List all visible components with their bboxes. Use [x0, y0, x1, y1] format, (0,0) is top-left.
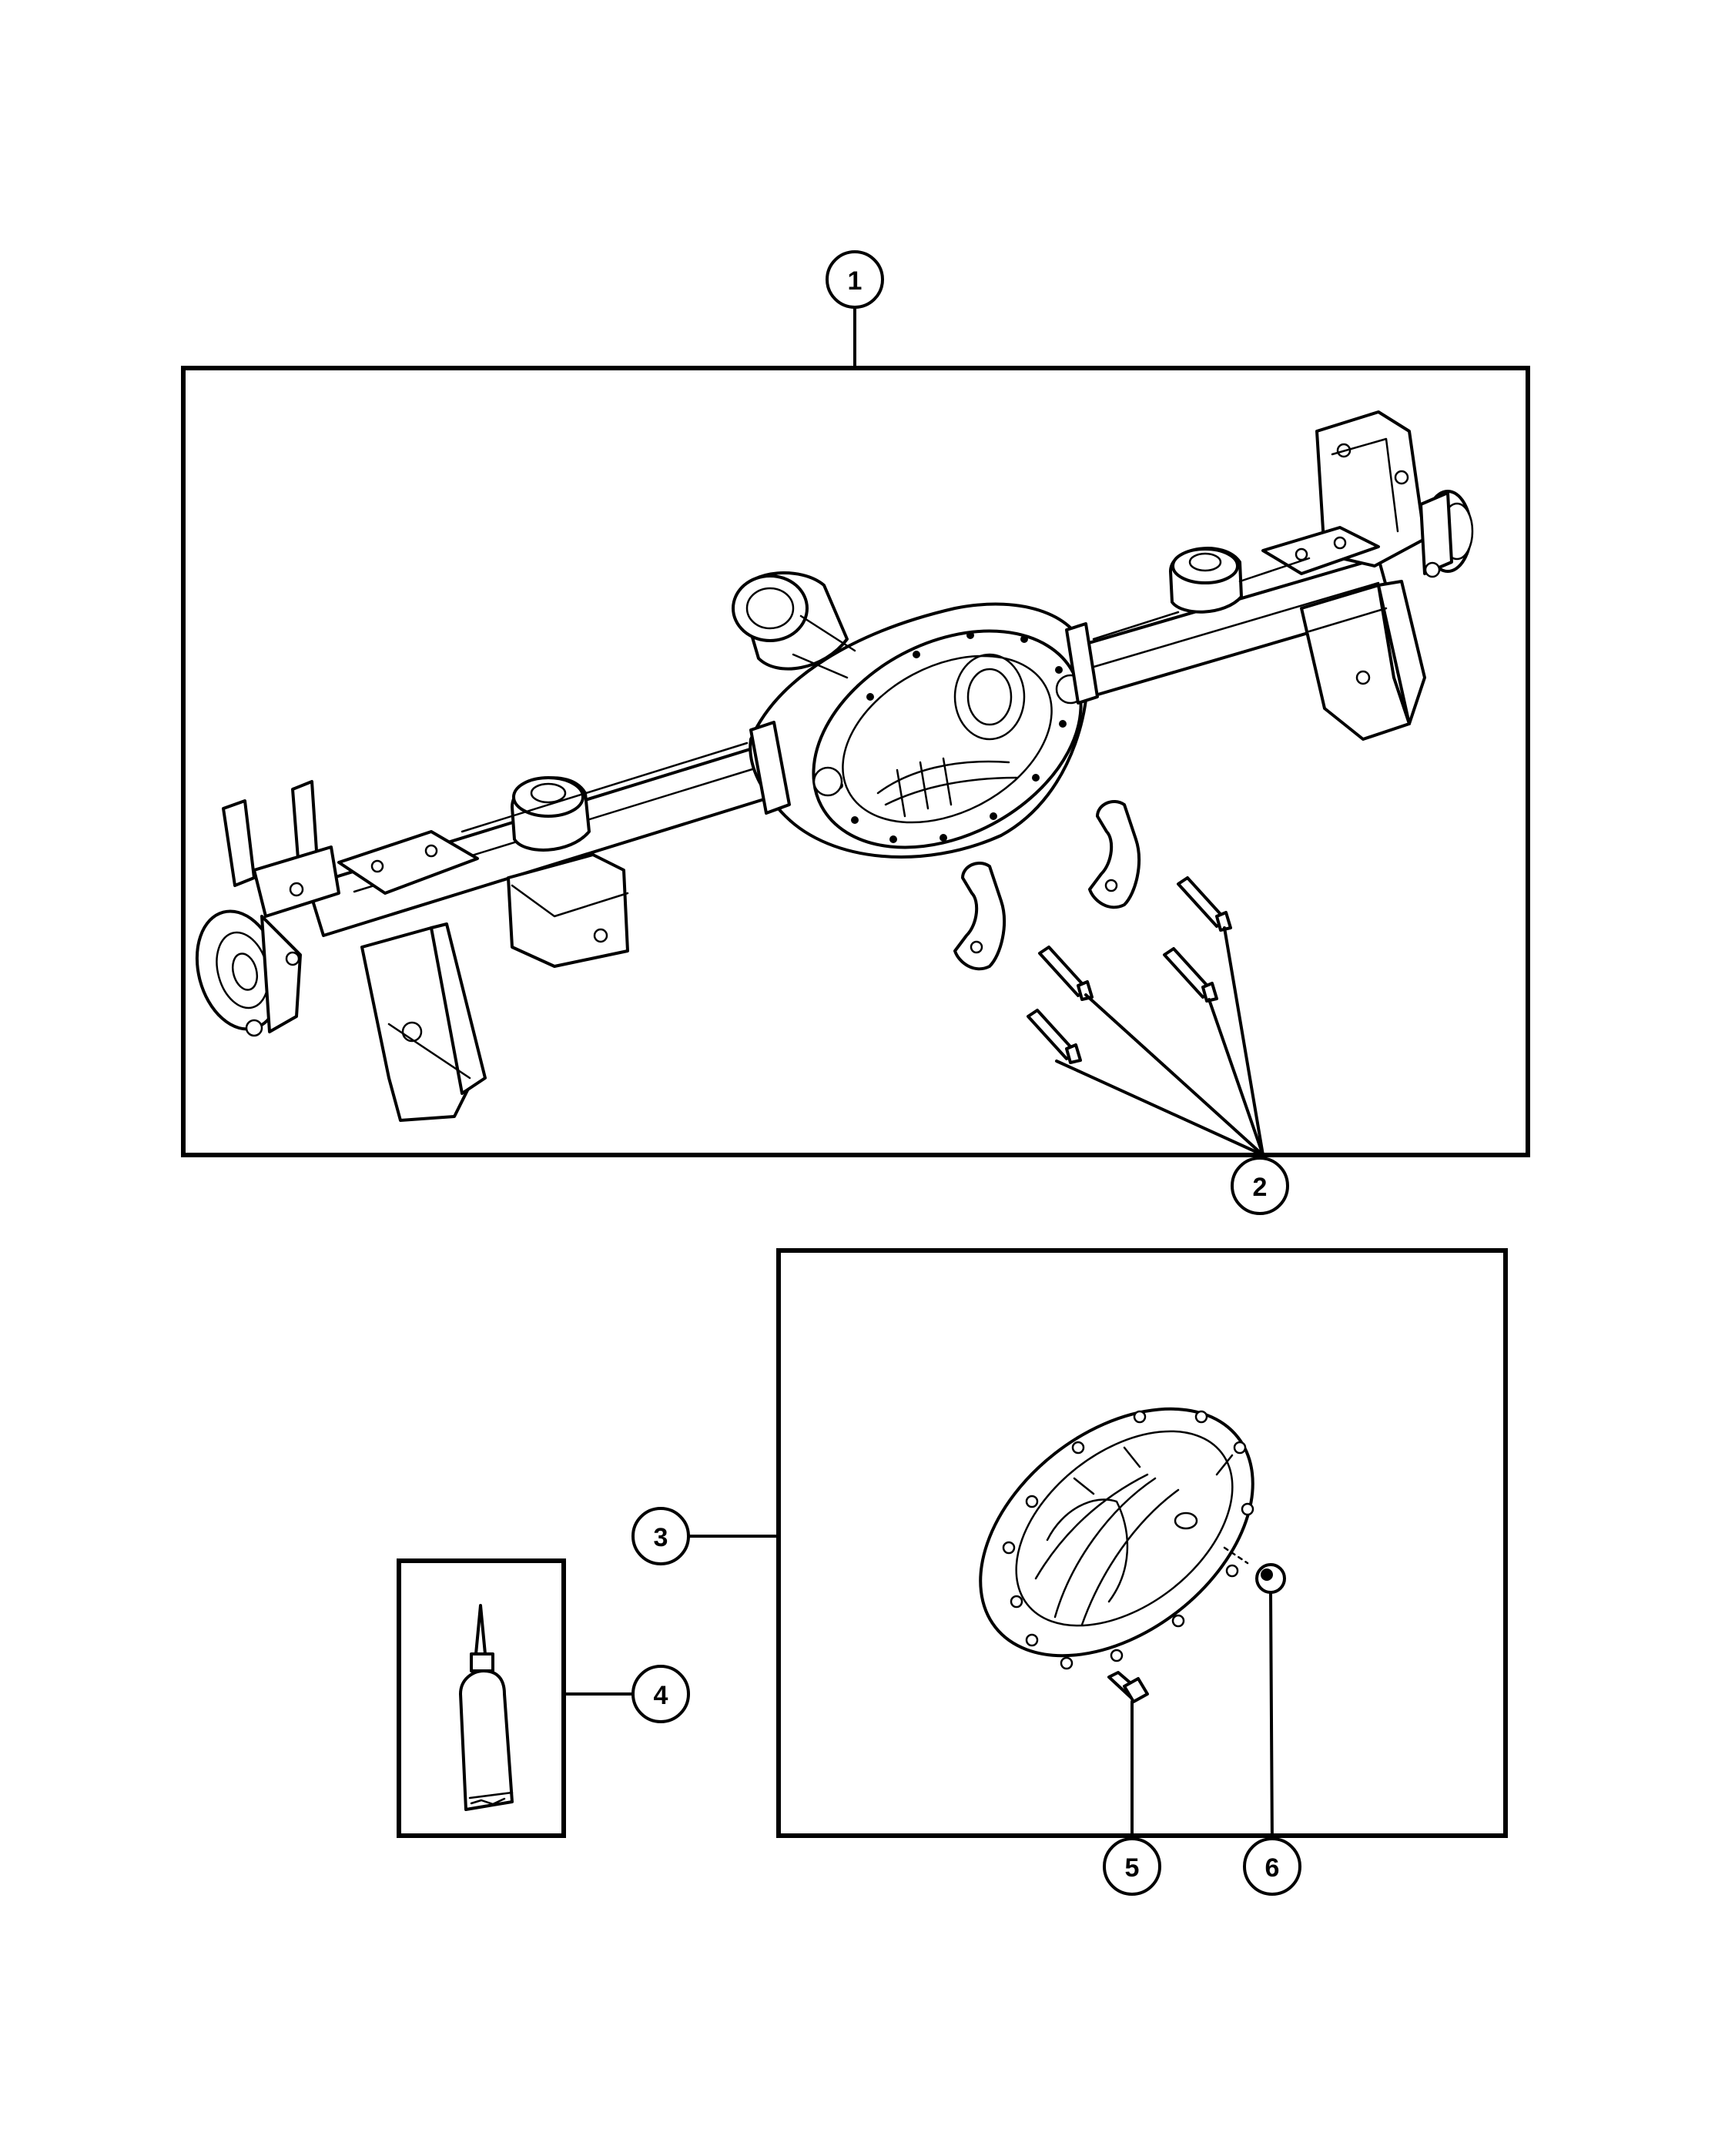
callout-3-circle [631, 1507, 690, 1565]
callout-3-label: 3 [654, 1523, 668, 1552]
callout-1-circle [826, 250, 884, 309]
sealant-tube-drawing [459, 1604, 514, 1811]
callout-2-label: 2 [1253, 1173, 1268, 1202]
callout-1-label: 1 [848, 266, 862, 296]
callout-5-label: 5 [1125, 1853, 1140, 1883]
cover-kit-box [776, 1248, 1508, 1838]
axle-assembly-drawing [195, 410, 1474, 1122]
bearing-caps [953, 800, 1141, 971]
cover-bolt-holes [1002, 1410, 1254, 1670]
callout-6-circle [1243, 1837, 1301, 1896]
callout-2-circle [1231, 1157, 1289, 1215]
callout-6-label: 6 [1265, 1853, 1280, 1883]
callout-4-circle [631, 1665, 690, 1723]
callout-4-label: 4 [654, 1681, 668, 1710]
cover-bolt [1107, 1671, 1149, 1703]
cap-bolts [1027, 876, 1232, 1064]
callout-5-circle [1103, 1837, 1161, 1896]
differential-cover-drawing [979, 1407, 1254, 1670]
sealant-box [397, 1558, 566, 1838]
